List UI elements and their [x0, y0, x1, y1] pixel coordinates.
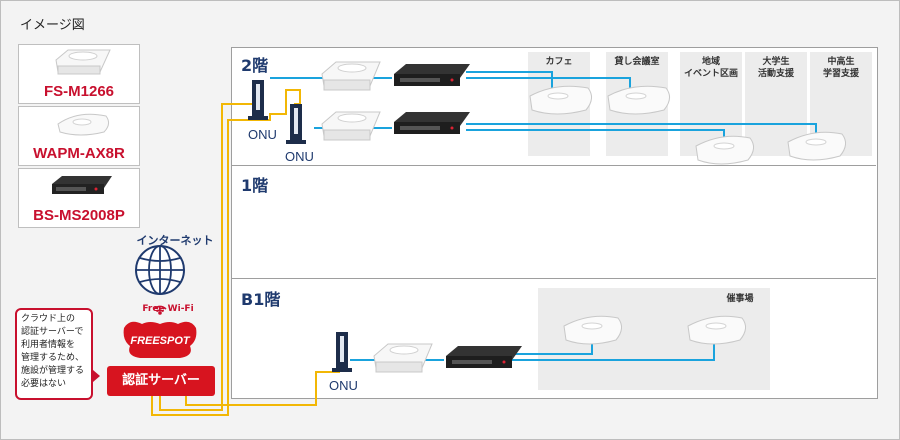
freespot-logo: FREESPOT [123, 321, 197, 358]
legend-item-fs-m1266: FS-M1266 [18, 44, 140, 104]
internet-label: インターネット [136, 234, 214, 247]
legend-label: BS-MS2008P [33, 207, 125, 224]
wapm-ax8r-icon [57, 113, 110, 136]
uplink-cables [151, 89, 340, 416]
access-point-rental-room [607, 85, 670, 115]
floor-label-b1f: B1階 [241, 290, 281, 309]
bs-ms2008p-icon [52, 176, 112, 194]
auth-server: 認証サーバー [107, 366, 215, 396]
access-point-high-school [787, 131, 846, 161]
legend-label: WAPM-AX8R [33, 145, 125, 162]
access-point-catering-a [563, 315, 622, 345]
cable-2f-a [159, 103, 258, 411]
onu-b1 [332, 332, 352, 372]
zone-label-rental-room: 貸し会議室 [614, 57, 660, 67]
access-point-cafe [529, 85, 592, 115]
fs-m1266-router-2f-b [321, 111, 381, 141]
zone-label-cafe: カフェ [545, 57, 573, 67]
zone-label-high-school: 中高生学習支援 [822, 57, 859, 79]
fs-m1266-icon [55, 49, 111, 75]
onu-2f-b [286, 104, 306, 144]
zone-label-university: 大学生活動支援 [757, 57, 794, 79]
floor-label-2f: 2階 [241, 56, 269, 75]
access-point-local-event [695, 135, 754, 165]
note-pointer [93, 370, 100, 382]
onu-label: ONU [285, 149, 314, 164]
onu-2f-a [248, 80, 268, 120]
bs-ms2008p-switch-2f-b [394, 112, 470, 134]
access-point-catering-b [687, 315, 746, 345]
onu-label: ONU [248, 127, 277, 142]
fs-m1266-router-b1 [373, 343, 433, 373]
floor-divider [231, 278, 876, 279]
fs-m1266-router-2f-a [321, 61, 381, 91]
diagram-title: イメージ図 [20, 18, 85, 33]
zone-label-catering: 催事場 [726, 294, 754, 304]
wifi-icon [153, 305, 167, 315]
floor-divider [231, 165, 876, 166]
bs-ms2008p-switch-b1 [446, 346, 522, 368]
svg-text:FREESPOT: FREESPOT [130, 335, 191, 347]
floor-label-1f: 1階 [241, 176, 269, 195]
globe-icon [135, 245, 185, 295]
cable-b1 [185, 371, 340, 406]
legend-item-bs-ms2008p: BS-MS2008P [18, 168, 140, 228]
zone-label-local-event: 地域イベント区画 [683, 57, 738, 79]
legend-label: FS-M1266 [43, 83, 115, 100]
bs-ms2008p-switch-2f-a [394, 64, 470, 86]
onu-label: ONU [329, 378, 358, 393]
note-callout: クラウド上の 認証サーバーで 利用者情報を 管理するため、 施設が管理する 必要… [15, 308, 93, 400]
cable-2f-b [151, 89, 301, 416]
free-wifi-label: Free Wi-Fi [142, 304, 194, 314]
